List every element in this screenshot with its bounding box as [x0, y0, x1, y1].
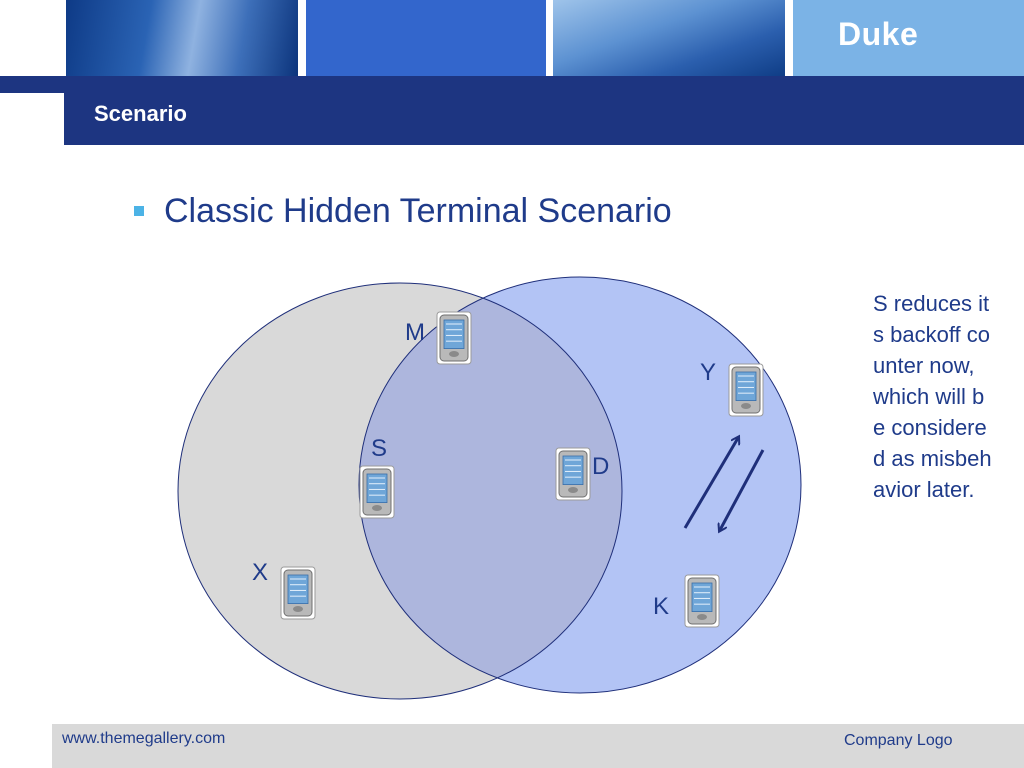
- node-s: S: [359, 435, 395, 519]
- header-photo-hands: [66, 0, 298, 76]
- node-label: M: [405, 319, 425, 346]
- pda-icon: [728, 363, 764, 417]
- range-circle-left-outline: [177, 282, 623, 700]
- header-photo-buildings: [553, 0, 785, 76]
- bullet-marker: [134, 206, 144, 216]
- footer-bar: [52, 724, 1024, 768]
- footer-url[interactable]: www.themegallery.com: [62, 730, 226, 747]
- node-label: S: [371, 435, 387, 462]
- title-bar: [0, 76, 1024, 145]
- pda-icon: [359, 465, 395, 519]
- header-logo-tile: [793, 0, 1024, 76]
- node-label: Y: [700, 359, 716, 386]
- pda-icon: [280, 566, 316, 620]
- arrow-down: [720, 449, 765, 530]
- arrow-up: [683, 438, 738, 529]
- node-k: K: [653, 574, 720, 628]
- node-d: D: [555, 447, 609, 501]
- pda-icon: [555, 447, 591, 501]
- slide-title: Scenario: [94, 101, 187, 126]
- duke-logo: Duke: [838, 16, 919, 52]
- node-m: M: [405, 311, 472, 365]
- title-bar-notch: [0, 93, 64, 145]
- pda-icon: [684, 574, 720, 628]
- node-x: X: [252, 559, 316, 620]
- footer-company-logo: Company Logo: [844, 732, 953, 749]
- node-label: K: [653, 593, 669, 620]
- note-text: S reduces its backoff counter now, which…: [873, 291, 992, 502]
- node-label: D: [592, 453, 609, 480]
- bullet-text: Classic Hidden Terminal Scenario: [164, 192, 672, 230]
- pda-icon: [436, 311, 472, 365]
- node-label: X: [252, 559, 268, 586]
- node-y: Y: [700, 359, 764, 417]
- range-circle-right-outline: [358, 276, 802, 694]
- header-blue-tile: [306, 0, 546, 76]
